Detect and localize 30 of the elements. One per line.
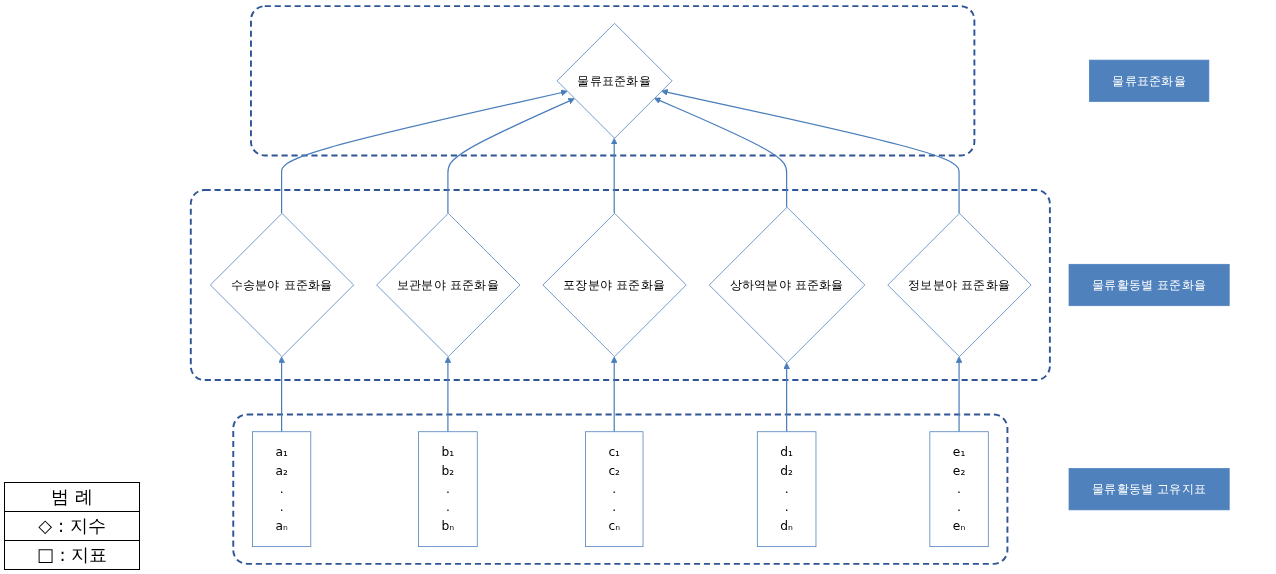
node-box: 물류활동별 고유지표 <box>1068 468 1230 511</box>
node-box: c₁ c₂ . . cₙ <box>585 431 644 548</box>
node-box: 물류활동별 표준화율 <box>1068 263 1230 307</box>
node-diamond: 포장분야 표준화율 <box>542 212 687 358</box>
node-diamond: 정보분야 표준화율 <box>887 212 1032 358</box>
arrow <box>610 137 618 214</box>
node-box: b₁ b₂ . . bₙ <box>418 431 478 548</box>
cluster <box>232 413 1009 565</box>
node-box: 물류표준화율 <box>1089 59 1210 102</box>
arrow <box>955 356 963 433</box>
arrow <box>444 356 452 433</box>
cluster <box>250 5 976 157</box>
legend-entry: ◇ : 지수 <box>4 511 140 541</box>
arrow <box>783 362 790 433</box>
node-diamond: 물류표준화율 <box>556 22 673 139</box>
node-diamond: 상하역분야 표준화율 <box>708 206 866 364</box>
node-diamond: 수송분야 표준화율 <box>209 212 355 358</box>
arrow <box>281 89 568 214</box>
arrow <box>610 356 618 433</box>
arrow <box>661 89 960 214</box>
cluster <box>189 189 1051 381</box>
legend-title: 범 례 <box>4 482 140 512</box>
arrow <box>278 356 285 433</box>
node-box: e₁ e₂ . . eₙ <box>929 431 989 548</box>
arrow <box>447 98 575 214</box>
node-box: a₁ a₂ . . aₙ <box>252 431 312 548</box>
arrow <box>654 97 788 208</box>
node-diamond: 보관분야 표준화율 <box>376 212 521 358</box>
legend-entry: □ : 지표 <box>4 540 140 570</box>
node-box: d₁ d₂ . . dₙ <box>756 431 817 548</box>
